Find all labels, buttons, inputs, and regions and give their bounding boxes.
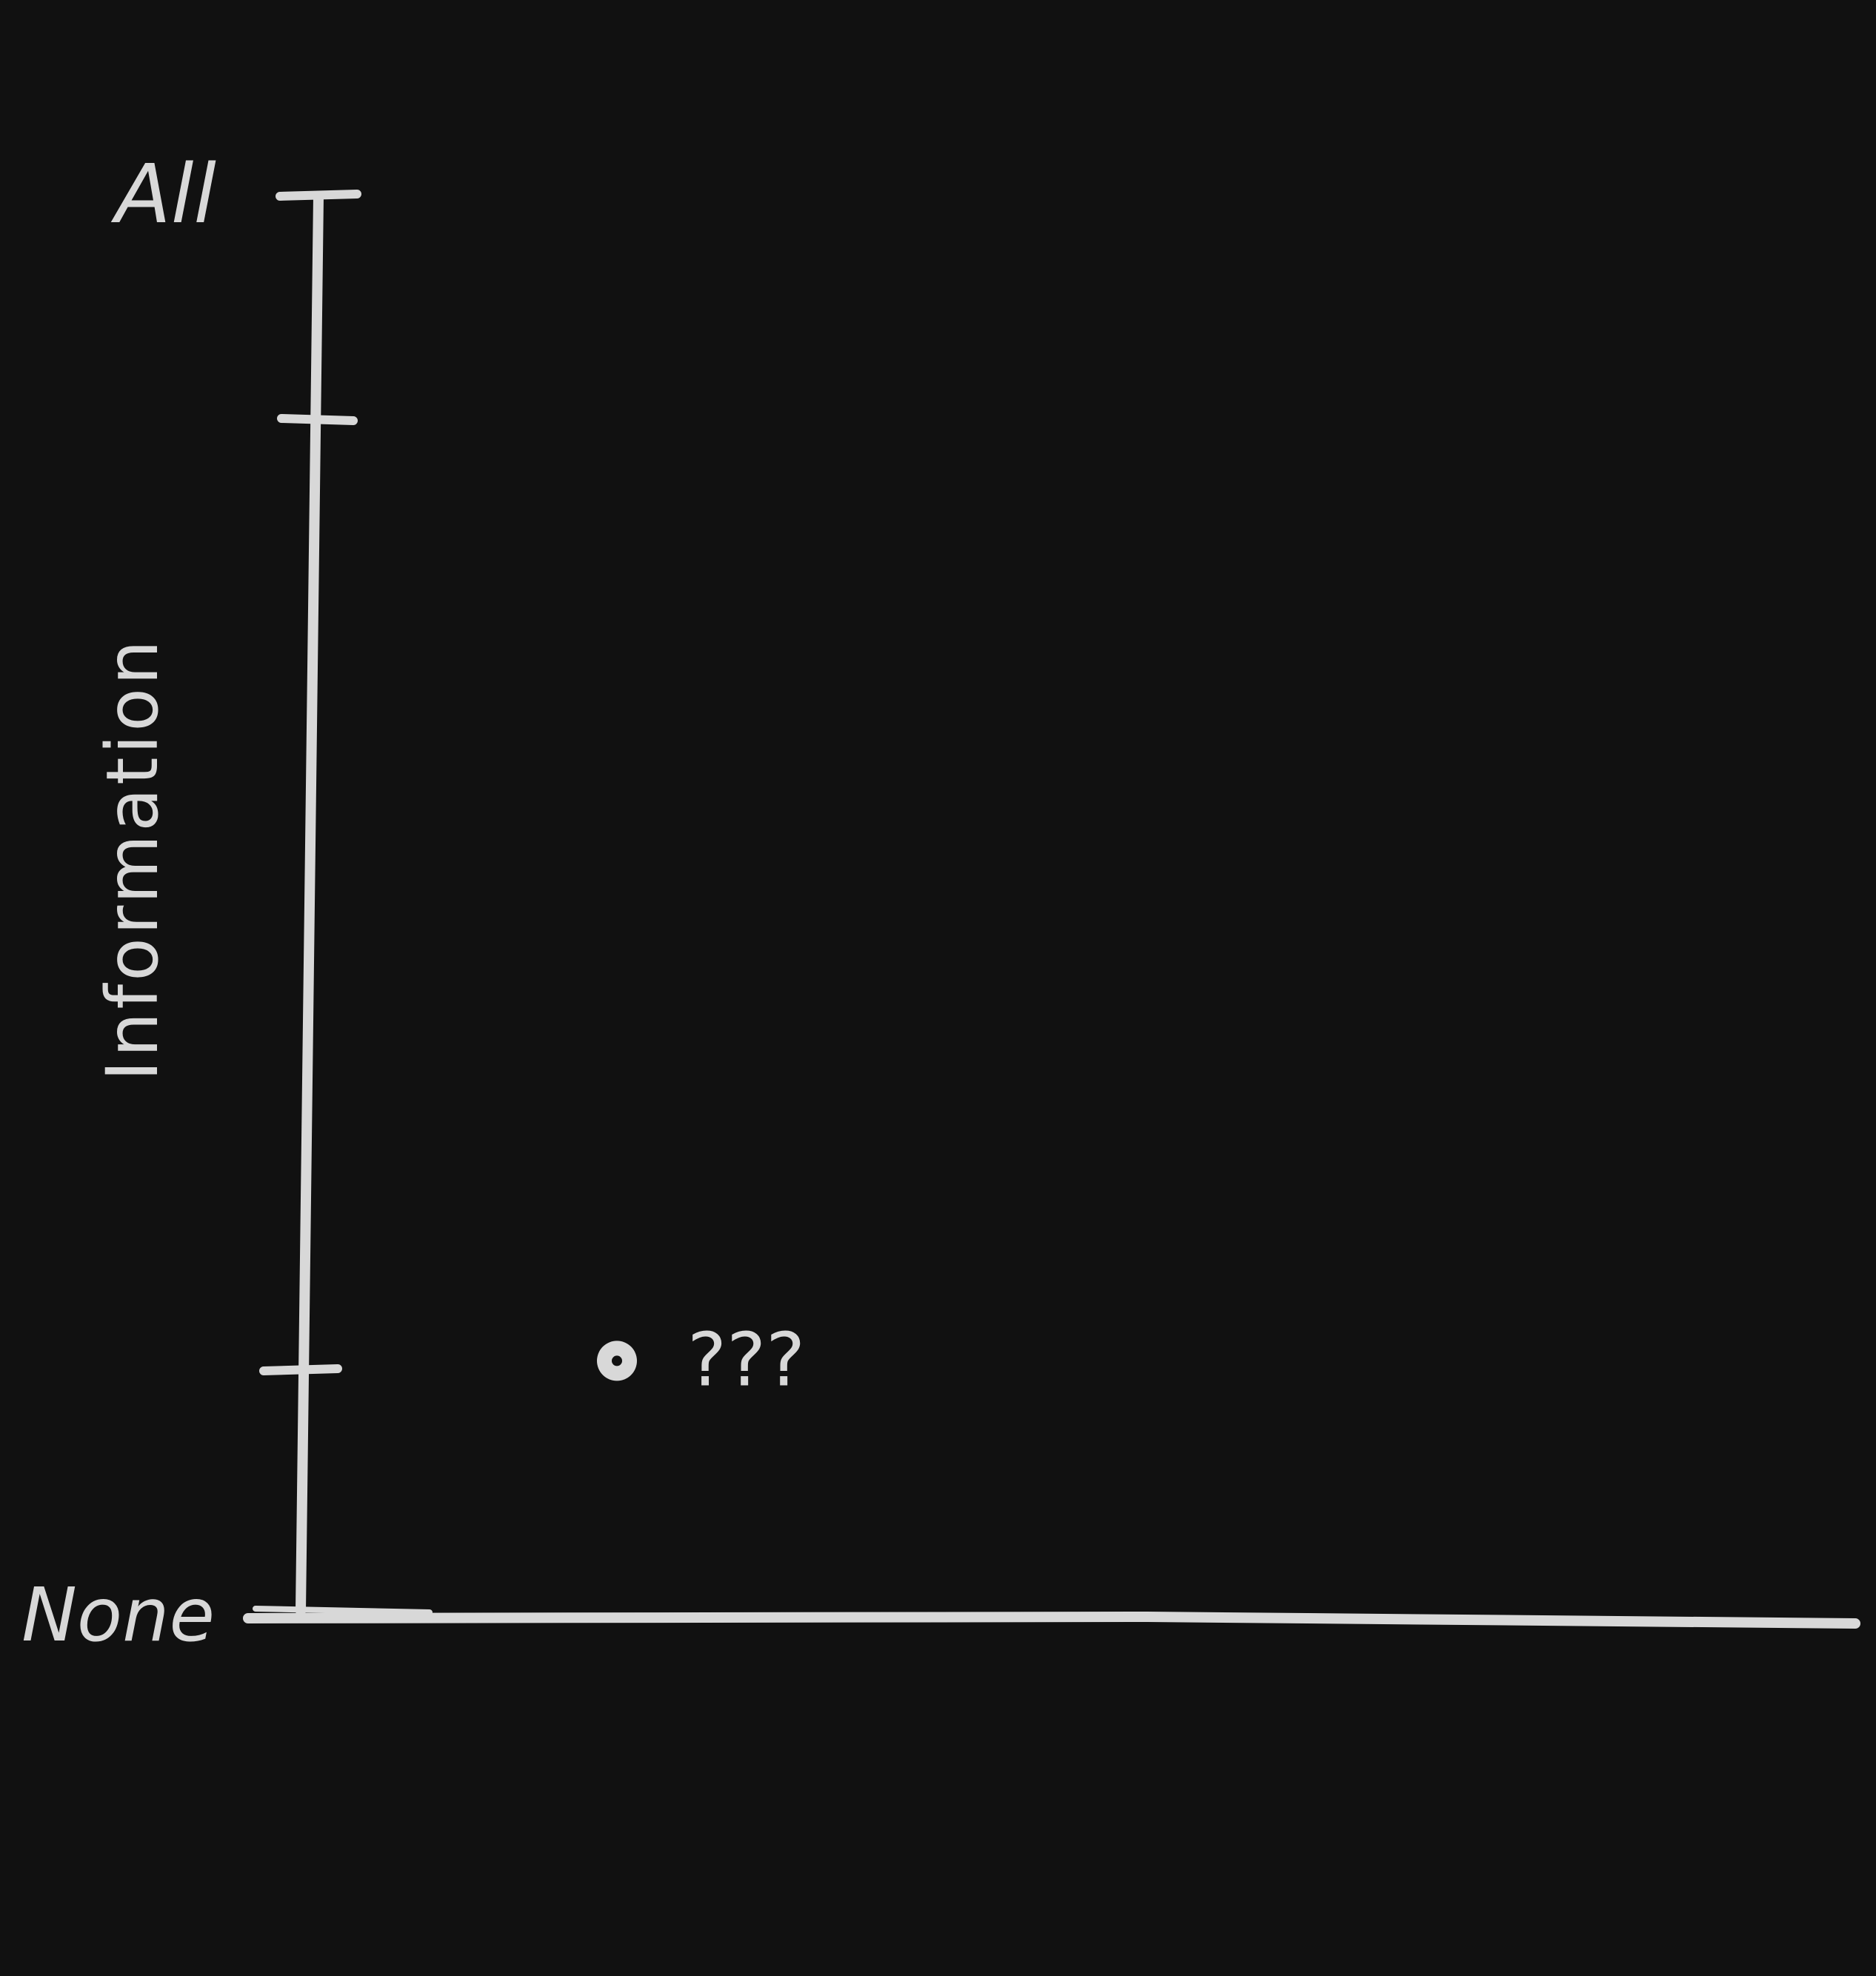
x-axis-line [243,1612,1860,1629]
data-point-center [612,1355,622,1366]
y-tick-label-none: None [21,1572,215,1658]
y-axis-line [296,191,324,1616]
x-axis-stroke-overlap [253,1606,433,1615]
data-point-label: ??? [687,1316,805,1403]
data-points: ??? [597,1316,805,1403]
y-tick-label-all: All [111,147,217,241]
y-tick-all [276,190,361,201]
y-tick-lower [259,1364,342,1375]
y-tick-upper [277,414,358,425]
y-axis-label: Information [91,637,174,1081]
